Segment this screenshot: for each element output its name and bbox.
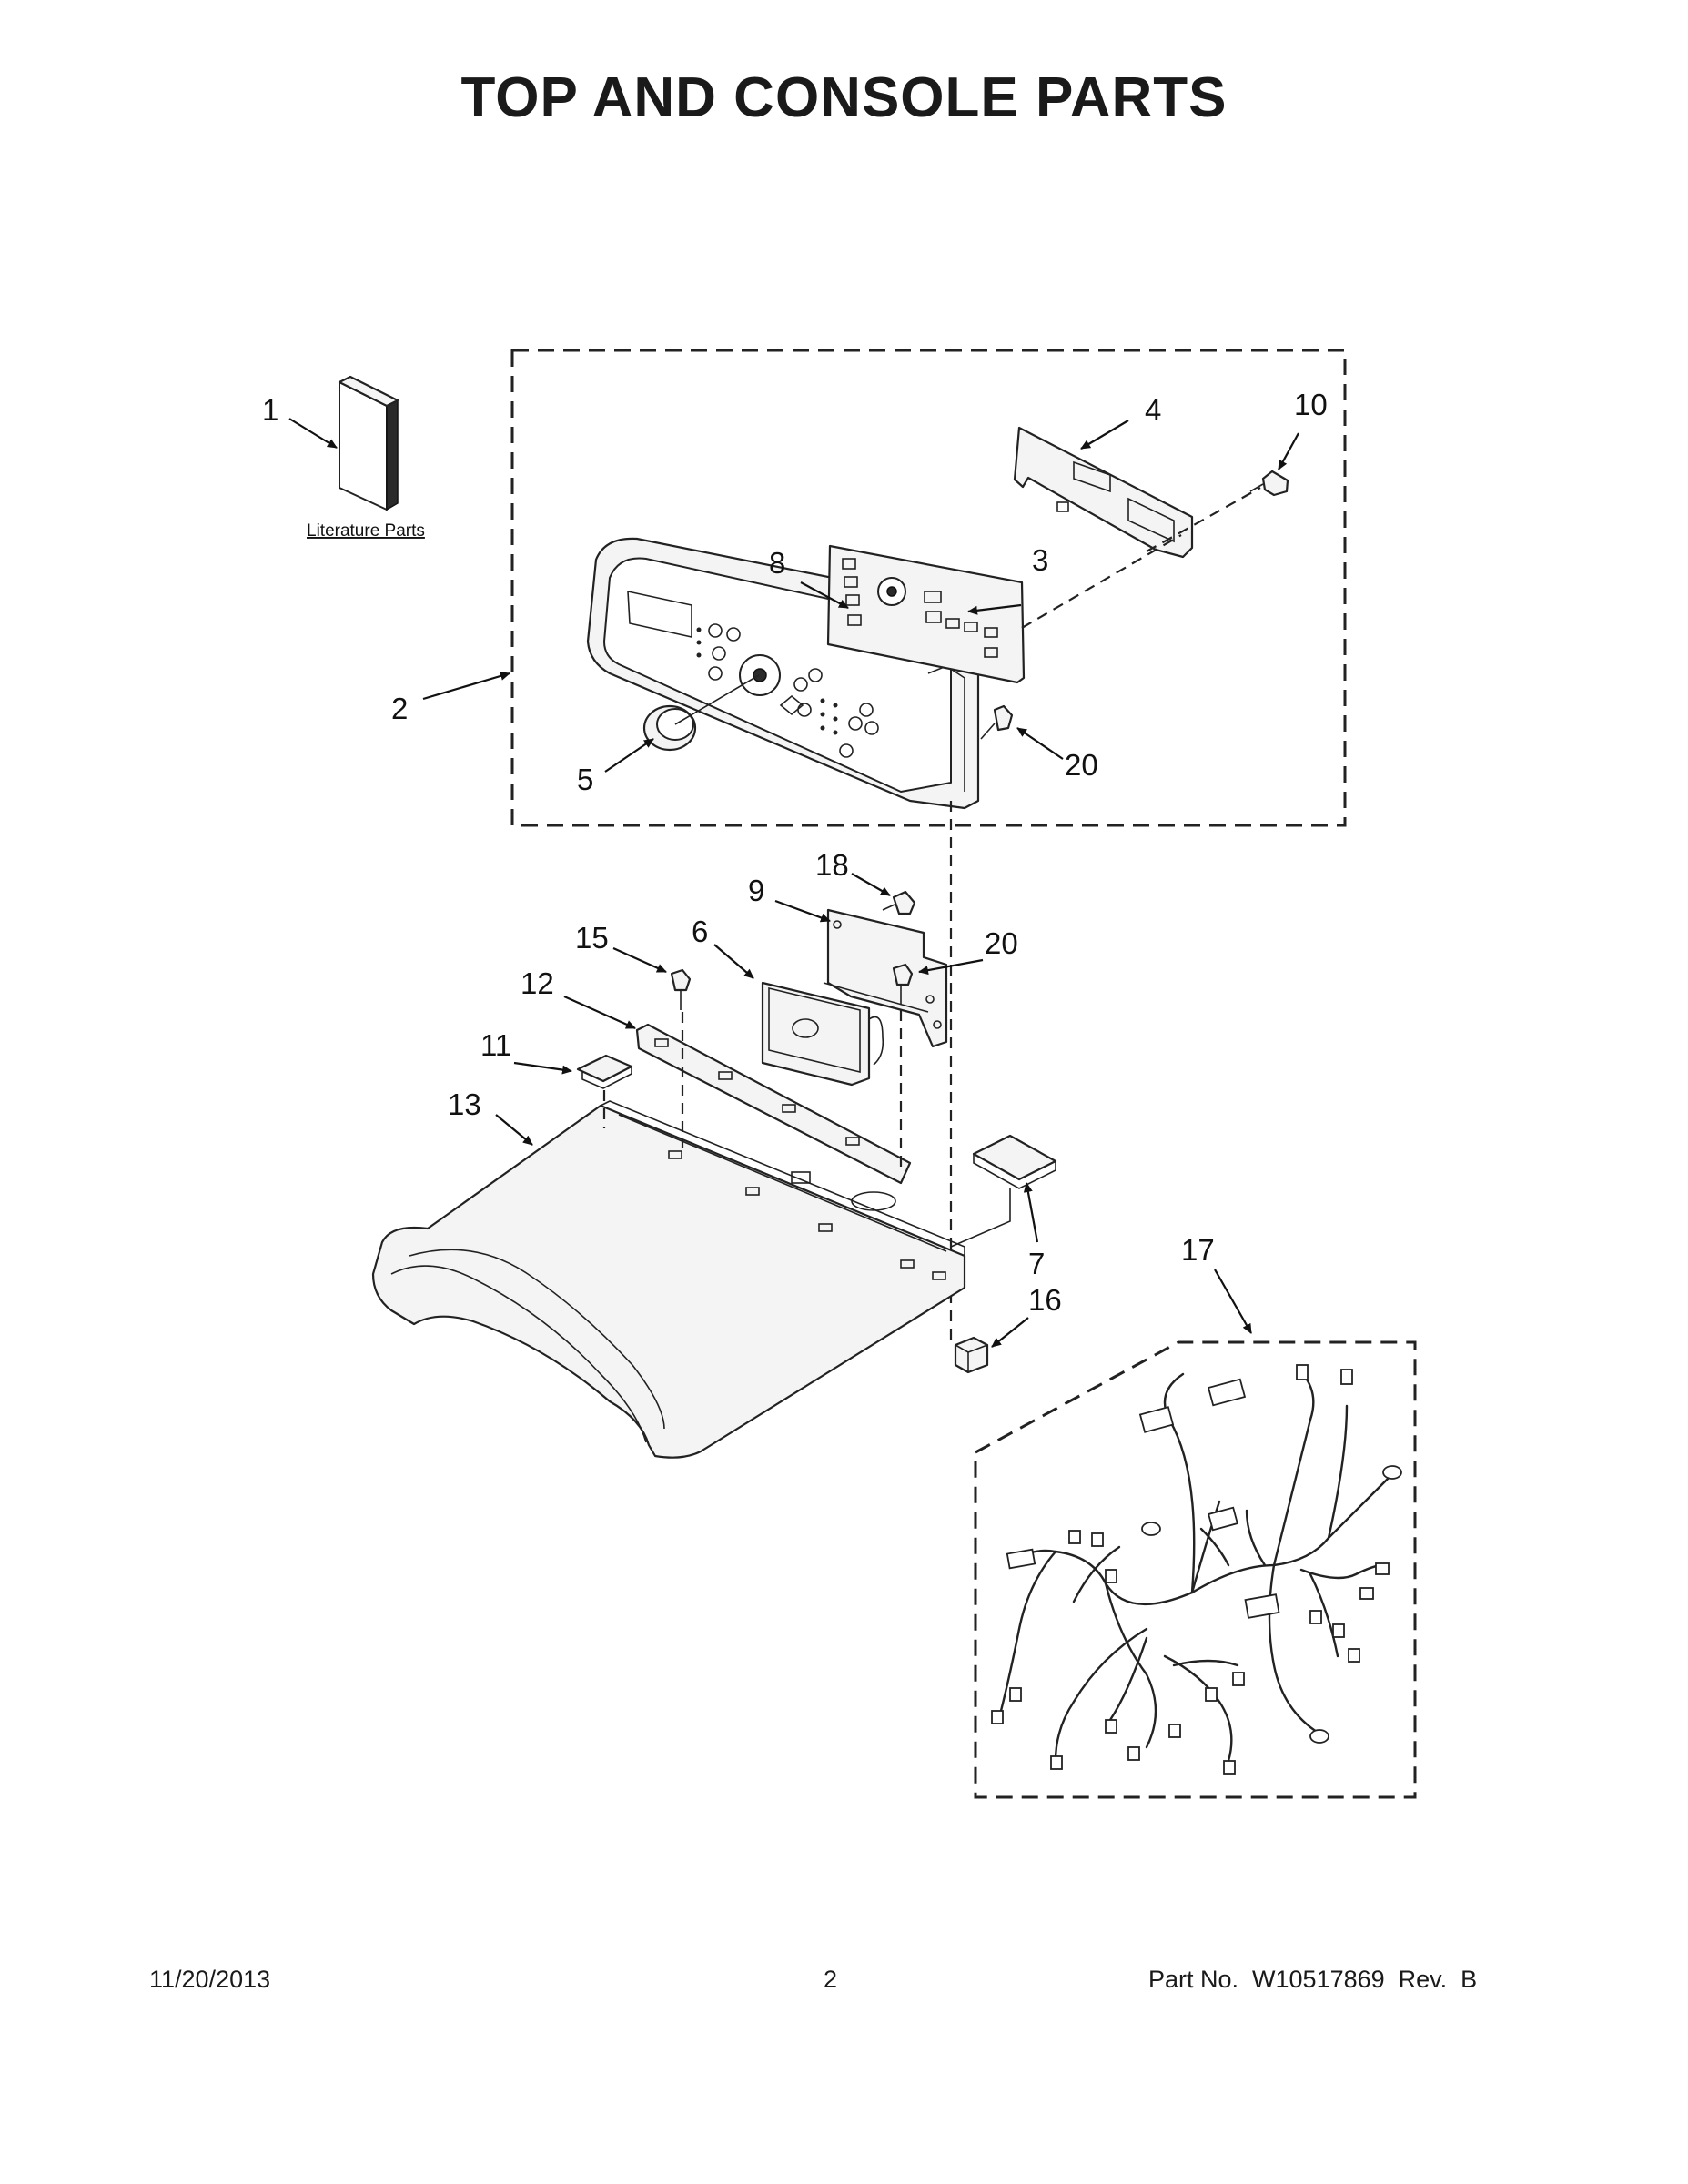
control-board: [826, 544, 1026, 684]
callout-8: 8: [769, 546, 785, 580]
callout-9: 9: [748, 874, 764, 907]
machine-control-module: [761, 981, 884, 1087]
callout-15: 15: [575, 921, 609, 955]
callout-4: 4: [1145, 393, 1161, 427]
callout-7: 7: [1028, 1247, 1045, 1280]
screw-15: [670, 968, 692, 1010]
callout-6: 6: [692, 915, 708, 948]
callout-11: 11: [480, 1028, 511, 1062]
callout-3: 3: [1032, 543, 1048, 577]
callout-5: 5: [577, 763, 593, 796]
callout-16: 16: [1028, 1283, 1062, 1317]
console-assembly-group-box: [510, 349, 1347, 827]
hinge-strip: [635, 1023, 912, 1185]
screw-10: [1249, 470, 1289, 497]
mounting-bracket: [823, 908, 948, 1048]
literature-parts-booklet: [338, 375, 399, 511]
callout-12: 12: [521, 966, 554, 1000]
callout-2: 2: [391, 692, 408, 725]
callout-1: 1: [262, 393, 278, 427]
callout-20-lower: 20: [985, 926, 1018, 960]
rear-bracket: [1013, 426, 1194, 559]
screw-20-lower: [892, 963, 914, 1005]
literature-parts-label: Literature Parts: [307, 521, 425, 541]
page-title: TOP AND CONSOLE PARTS: [460, 66, 1228, 129]
callout-10: 10: [1294, 388, 1328, 421]
knob: [642, 674, 760, 752]
footer-page-number: 2: [824, 1966, 838, 1993]
callout-17: 17: [1181, 1233, 1215, 1267]
gasket-right: [972, 1134, 1057, 1189]
screw-18: [882, 890, 916, 915]
footer-date: 11/20/2013: [149, 1966, 271, 1993]
footer-part-number: Part No. W10517869 Rev. B: [1148, 1966, 1478, 1993]
screw-20-upper: [980, 704, 1014, 740]
dryer-top-panel: [371, 1100, 966, 1459]
callout-18: 18: [815, 848, 849, 882]
callout-20-upper: 20: [1065, 748, 1098, 782]
callout-13: 13: [448, 1087, 481, 1121]
wire-harness-group-box: [974, 1340, 1417, 1799]
leader-lines: [288, 418, 1299, 1348]
gasket-left: [576, 1054, 633, 1089]
wire-harness: [991, 1364, 1402, 1774]
foot-pad: [954, 1336, 989, 1374]
